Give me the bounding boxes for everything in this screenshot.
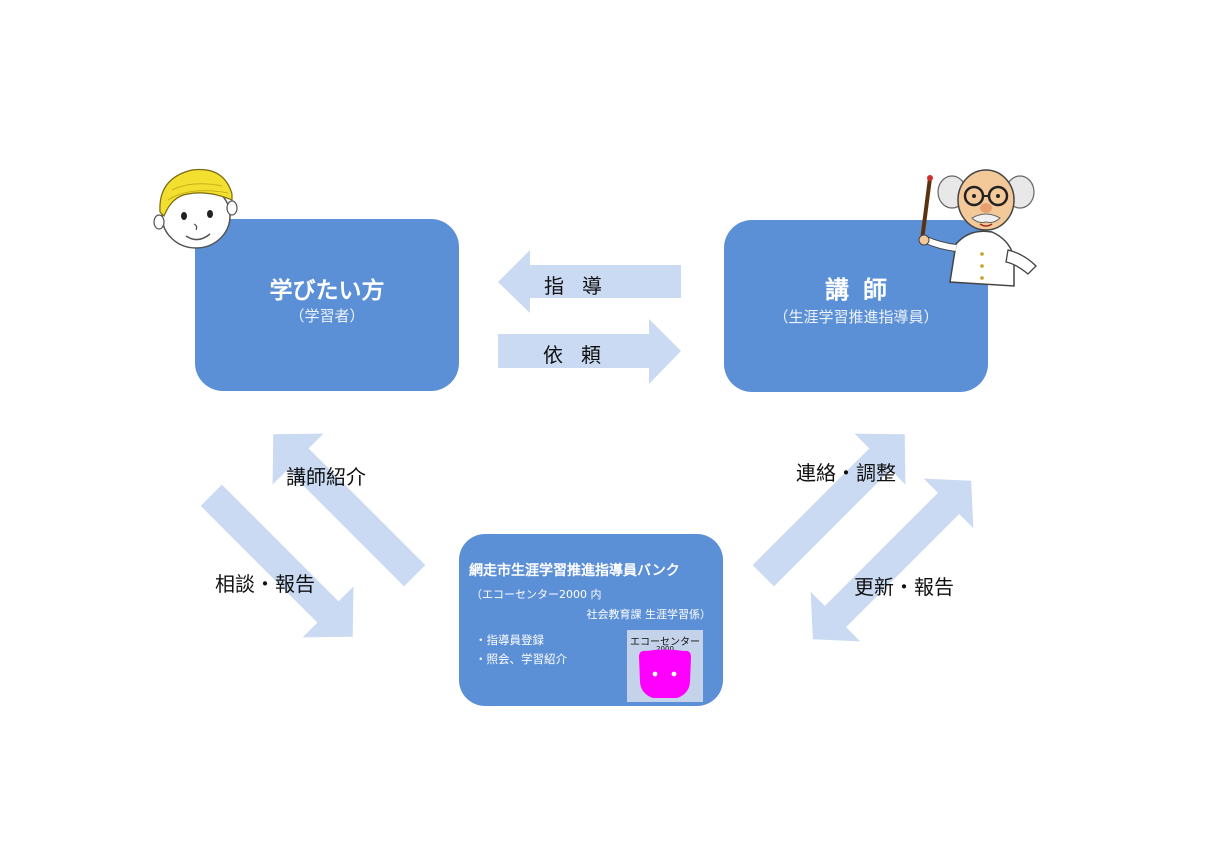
learner-subtitle: （学習者） [289, 307, 365, 325]
arrow-shido [498, 250, 681, 313]
logo-name: エコーセンター [630, 637, 700, 648]
bank-item-inquiry: ・照会、学習紹介 [475, 652, 567, 666]
logo-number: 2000 [656, 645, 674, 653]
label-irai: 依頼 [543, 343, 619, 367]
label-sodan-hokoku: 相談・報告 [215, 572, 315, 596]
label-renraku-chosei: 連絡・調整 [796, 461, 896, 485]
bank-item-registration: ・指導員登録 [475, 633, 544, 647]
learner-title: 学びたい方 [269, 278, 385, 304]
learner-box: 学びたい方 （学習者） [195, 219, 459, 391]
label-koshi-shokai: 講師紹介 [286, 465, 366, 489]
professor-character [918, 169, 1037, 287]
arrow-sodan-hokoku [200, 484, 354, 638]
learner-character [153, 168, 238, 249]
lecturer-title: 講師 [825, 276, 901, 304]
arrow-koshin-hokoku [810, 478, 974, 642]
bank-box: 網走市生涯学習推進指導員バンク （エコーセンター2000 内 社会教育課 生涯学… [459, 534, 723, 706]
bank-title: 網走市生涯学習推進指導員バンク [469, 563, 680, 579]
pig-logo-icon [639, 649, 691, 698]
arrow-renraku-chosei [752, 433, 906, 587]
label-shido: 指導 [544, 274, 620, 298]
echo-center-logo: エコーセンター 2000 [627, 630, 703, 702]
arrow-koshi-shokai [272, 433, 426, 587]
bank-address-line1: （エコーセンター2000 内 [471, 588, 602, 601]
arrow-irai [498, 319, 681, 384]
bank-address-line2: 社会教育課 生涯学習係） [586, 608, 712, 621]
label-koshin-hokoku: 更新・報告 [854, 575, 954, 599]
lecturer-subtitle: （生涯学習推進指導員） [773, 308, 939, 326]
